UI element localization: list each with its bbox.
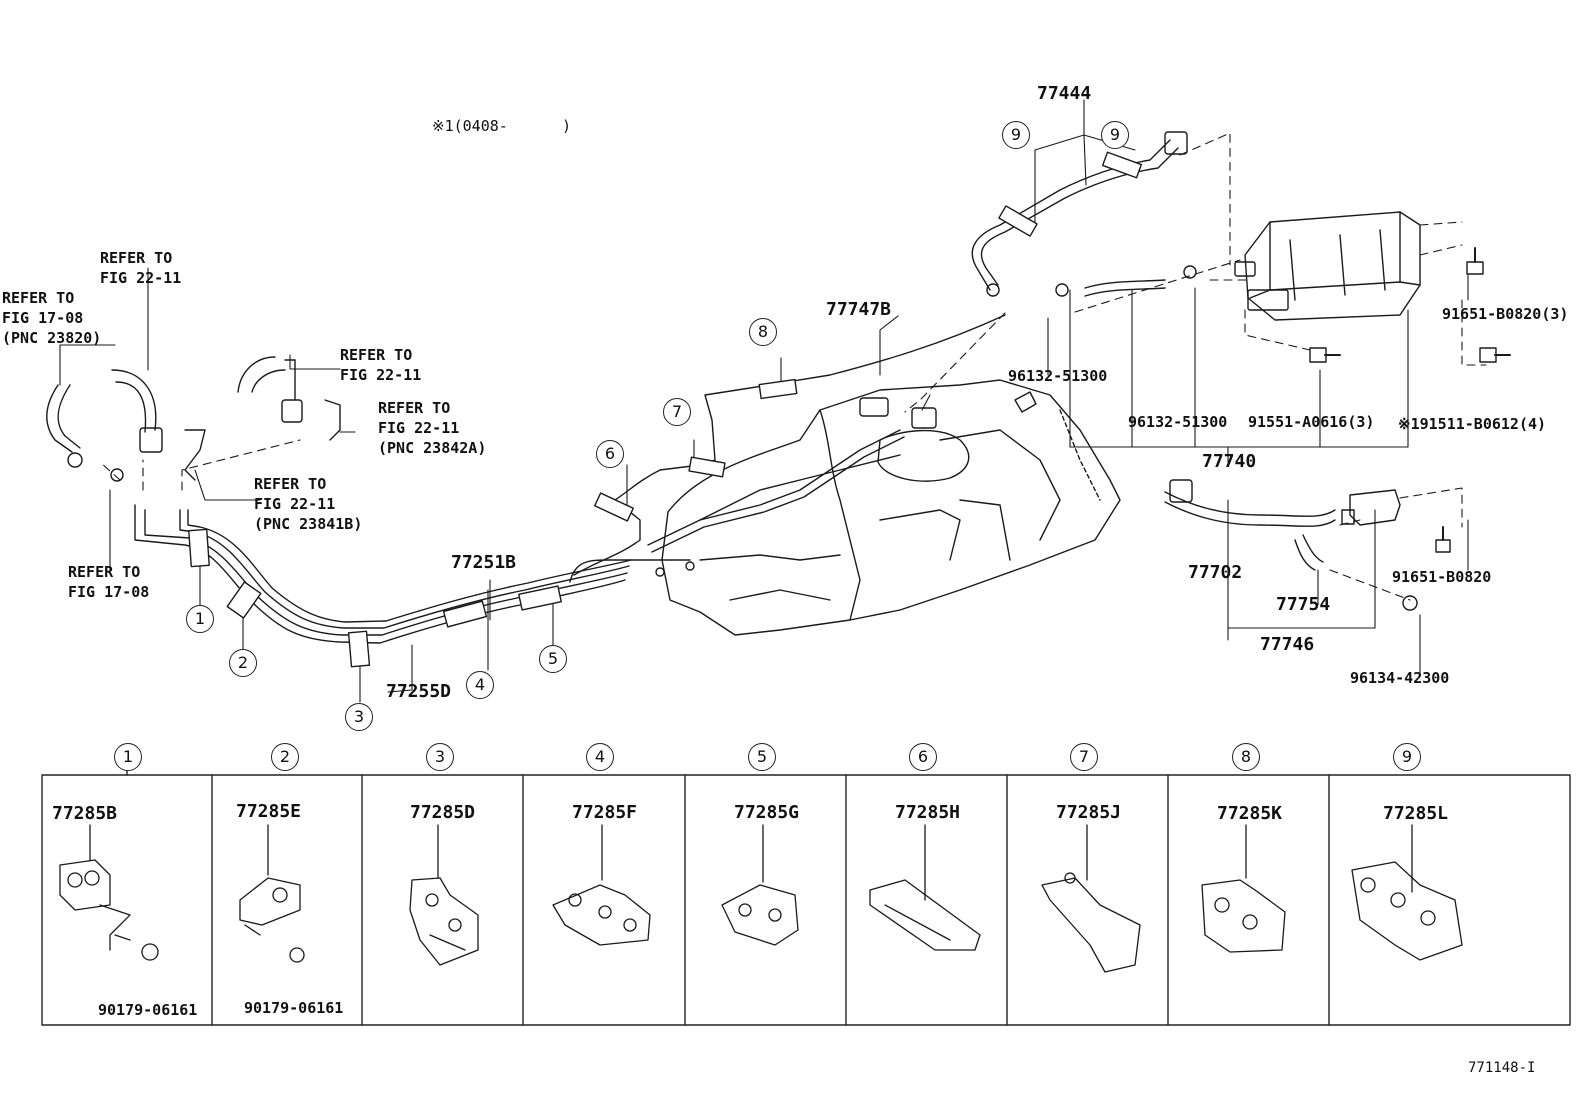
leader-lines <box>59 99 1469 703</box>
callout-4: 4 <box>466 671 494 699</box>
fuel-tank-illustration <box>661 379 1121 636</box>
part-label-77747B: 77747B <box>826 299 892 320</box>
callout-9-right: 9 <box>1101 121 1129 149</box>
part-label-77754: 77754 <box>1276 594 1331 615</box>
refer-label-fig22-a: REFER TO FIG 22-11 <box>100 249 182 287</box>
table-callout-6: 6 <box>909 743 937 771</box>
callout-6: 6 <box>596 440 624 468</box>
callout-1: 1 <box>186 605 214 633</box>
part-label-96132-51300-b: 96132-51300 <box>1128 413 1228 431</box>
callout-9-left: 9 <box>1002 121 1030 149</box>
callout-7: 7 <box>663 398 691 426</box>
table-callout-7: 7 <box>1070 743 1098 771</box>
clamp-nut-part-2: 90179-06161 <box>244 999 344 1017</box>
part-label-77444: 77444 <box>1037 83 1092 104</box>
table-callout-8: 8 <box>1232 743 1260 771</box>
part-label-77740: 77740 <box>1202 451 1257 472</box>
applicability-note: ※1(0408- ) <box>432 117 571 135</box>
clamp-part-77285F: 77285F <box>572 802 638 823</box>
clamp-drawings <box>59 824 1463 973</box>
clamp-part-77285E: 77285E <box>236 801 302 822</box>
callout-5: 5 <box>539 645 567 673</box>
table-callout-5: 5 <box>748 743 776 771</box>
part-label-77746: 77746 <box>1260 634 1315 655</box>
clamp-part-77285L: 77285L <box>1383 803 1449 824</box>
clamp-part-77285G: 77285G <box>734 802 800 823</box>
clamp-part-77285K: 77285K <box>1217 803 1283 824</box>
part-label-91651-B0820-3: 91651-B0820(3) <box>1442 305 1569 323</box>
refer-label-fig17-pnc23820: REFER TO FIG 17-08 (PNC 23820) <box>2 289 102 347</box>
clamp-part-77285H: 77285H <box>895 802 961 823</box>
line-clamps <box>188 151 1143 668</box>
clamp-nut-part-1: 90179-06161 <box>98 1001 198 1019</box>
refer-label-fig22-pnc23842a: REFER TO FIG 22-11 (PNC 23842A) <box>378 399 487 457</box>
refer-label-fig22-b: REFER TO FIG 22-11 <box>340 346 422 384</box>
table-callout-1: 1 <box>114 743 142 771</box>
canister-illustration <box>1234 211 1421 321</box>
refer-label-fig17-b: REFER TO FIG 17-08 <box>68 563 150 601</box>
document-id: 771148-I <box>1468 1060 1536 1076</box>
callout-8: 8 <box>749 318 777 346</box>
callout-3: 3 <box>345 703 373 731</box>
part-label-77251B: 77251B <box>451 552 517 573</box>
refer-label-fig22-pnc23841b: REFER TO FIG 22-11 (PNC 23841B) <box>254 475 363 533</box>
clamp-part-77285B: 77285B <box>52 803 118 824</box>
part-label-96134-42300: 96134-42300 <box>1350 669 1450 687</box>
table-callout-2: 2 <box>271 743 299 771</box>
table-callout-4: 4 <box>586 743 614 771</box>
table-callout-9: 9 <box>1393 743 1421 771</box>
hoses-top-left <box>46 356 341 482</box>
clamp-table-grid <box>41 767 1571 1026</box>
part-label-77255D: 77255D <box>386 681 452 702</box>
clamp-part-77285D: 77285D <box>410 802 476 823</box>
part-label-91651-B0820: 91651-B0820 <box>1392 568 1492 586</box>
clamp-part-77285J: 77285J <box>1056 802 1122 823</box>
part-label-91551-A0616: 91551-A0616(3) <box>1248 413 1375 431</box>
table-callout-3: 3 <box>426 743 454 771</box>
hoses-right <box>1055 247 1511 611</box>
part-label-91511-B0612: ※191511-B0612(4) <box>1398 415 1547 433</box>
callout-2: 2 <box>229 649 257 677</box>
dashed-lines <box>99 132 1487 601</box>
part-label-96132-51300-a: 96132-51300 <box>1008 367 1108 385</box>
part-label-77702: 77702 <box>1188 562 1243 583</box>
